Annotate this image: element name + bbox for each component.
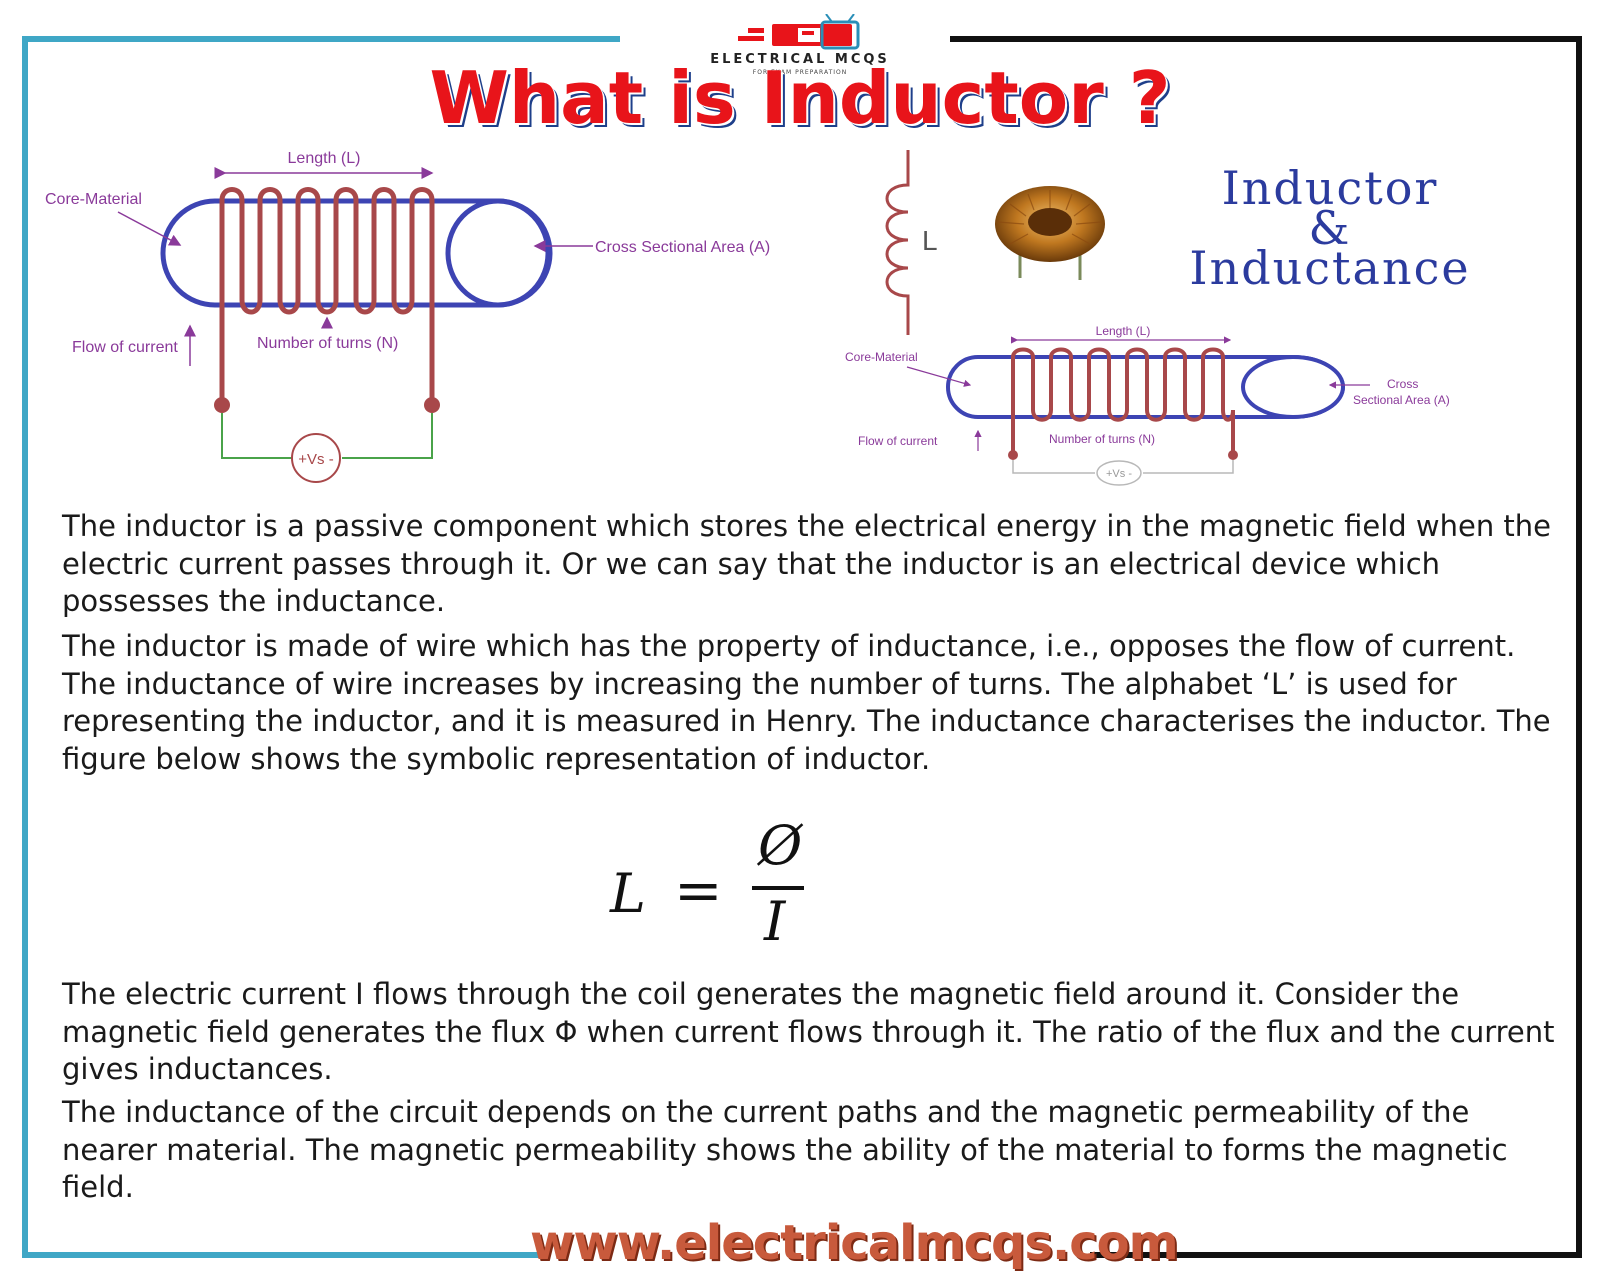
core-end-face — [445, 198, 551, 308]
cross-sectional-area-label: Cross Sectional Area (A) — [595, 239, 770, 256]
frame-left-border — [22, 36, 28, 1258]
small-terminal-left — [1008, 450, 1018, 460]
logo: ELECTRICAL MCQS FOR EXAM PREPARATION — [650, 13, 950, 76]
small-core-material-label: Core-Material — [845, 350, 918, 364]
small-coil-winding — [1011, 347, 1235, 453]
inductor-symbol: L — [885, 150, 938, 335]
flow-of-current-label: Flow of current — [72, 339, 178, 356]
frame-top-left-border — [22, 36, 620, 42]
small-flow-of-current-label: Flow of current — [858, 434, 938, 448]
frame-top-right-border — [950, 36, 1582, 42]
formula-lhs: L — [610, 862, 646, 925]
title-line-inductance: Inductance — [1189, 241, 1471, 295]
core-arrow — [117, 211, 182, 246]
inductor-symbol-coil — [885, 150, 910, 335]
small-core-end-face — [1241, 355, 1345, 419]
small-core-arrow — [906, 366, 972, 387]
small-area-label-2: Sectional Area (A) — [1353, 393, 1450, 407]
coil-winding — [219, 187, 435, 402]
small-length-label: Length (L) — [1096, 325, 1151, 338]
logo-text: ELECTRICAL MCQS — [710, 52, 890, 67]
small-wire-left — [1012, 460, 1095, 474]
formula-fraction-bar — [752, 886, 804, 890]
core-material-label: Core-Material — [45, 191, 142, 208]
inductor-symbol-label: L — [922, 225, 938, 256]
paragraph-construction: The inductor is made of wire which has t… — [62, 629, 1551, 776]
title-line-ampersand: & — [1308, 201, 1352, 255]
frame-bottom-right-border — [1090, 1252, 1582, 1258]
frame-bottom-left-border — [22, 1252, 542, 1258]
number-of-turns-label: Number of turns (N) — [257, 335, 398, 352]
inductor-and-inductance-title: Inductor & Inductance — [1130, 161, 1530, 295]
title-line-inductor: Inductor — [1221, 161, 1439, 215]
small-wire-right — [1143, 460, 1234, 474]
small-source-label: +Vs - — [1106, 468, 1132, 480]
small-voltage-source — [1096, 460, 1142, 486]
paragraph-permeability: The inductance of the circuit depends on… — [62, 1095, 1508, 1204]
inductor-diagram-main: Length (L) +Vs - Core-Material Cross Sec… — [45, 150, 770, 483]
paragraph-flux: The electric current I flows through the… — [62, 977, 1555, 1086]
logo-icon — [738, 13, 860, 50]
logo-tagline: FOR EXAM PREPARATION — [752, 69, 848, 76]
wire-right — [342, 413, 433, 459]
small-terminal-right — [1228, 450, 1238, 460]
length-label: Length (L) — [288, 150, 361, 167]
source-label: +Vs - — [298, 451, 333, 468]
formula-numerator: Ø — [758, 814, 803, 877]
small-area-label-1: Cross — [1387, 377, 1418, 391]
toroidal-inductor-image — [995, 186, 1105, 280]
wire-left — [221, 413, 292, 459]
voltage-source — [291, 433, 341, 483]
terminal-right — [424, 397, 440, 413]
inductance-formula: L = Ø I — [610, 814, 830, 960]
formula-denominator: I — [764, 890, 786, 953]
paragraph-definition: The inductor is a passive component whic… — [62, 509, 1552, 618]
website-url[interactable]: www.electricalmcqs.com — [530, 1215, 1179, 1271]
small-number-of-turns-label: Number of turns (N) — [1049, 432, 1155, 446]
page-title: What is Inductor ? — [429, 56, 1171, 140]
formula-equals: = — [674, 856, 723, 924]
inductor-diagram-small: Length (L) +Vs - Core-Material Cross Sec… — [845, 325, 1450, 486]
terminal-left — [214, 397, 230, 413]
frame-right-border — [1576, 36, 1582, 1258]
